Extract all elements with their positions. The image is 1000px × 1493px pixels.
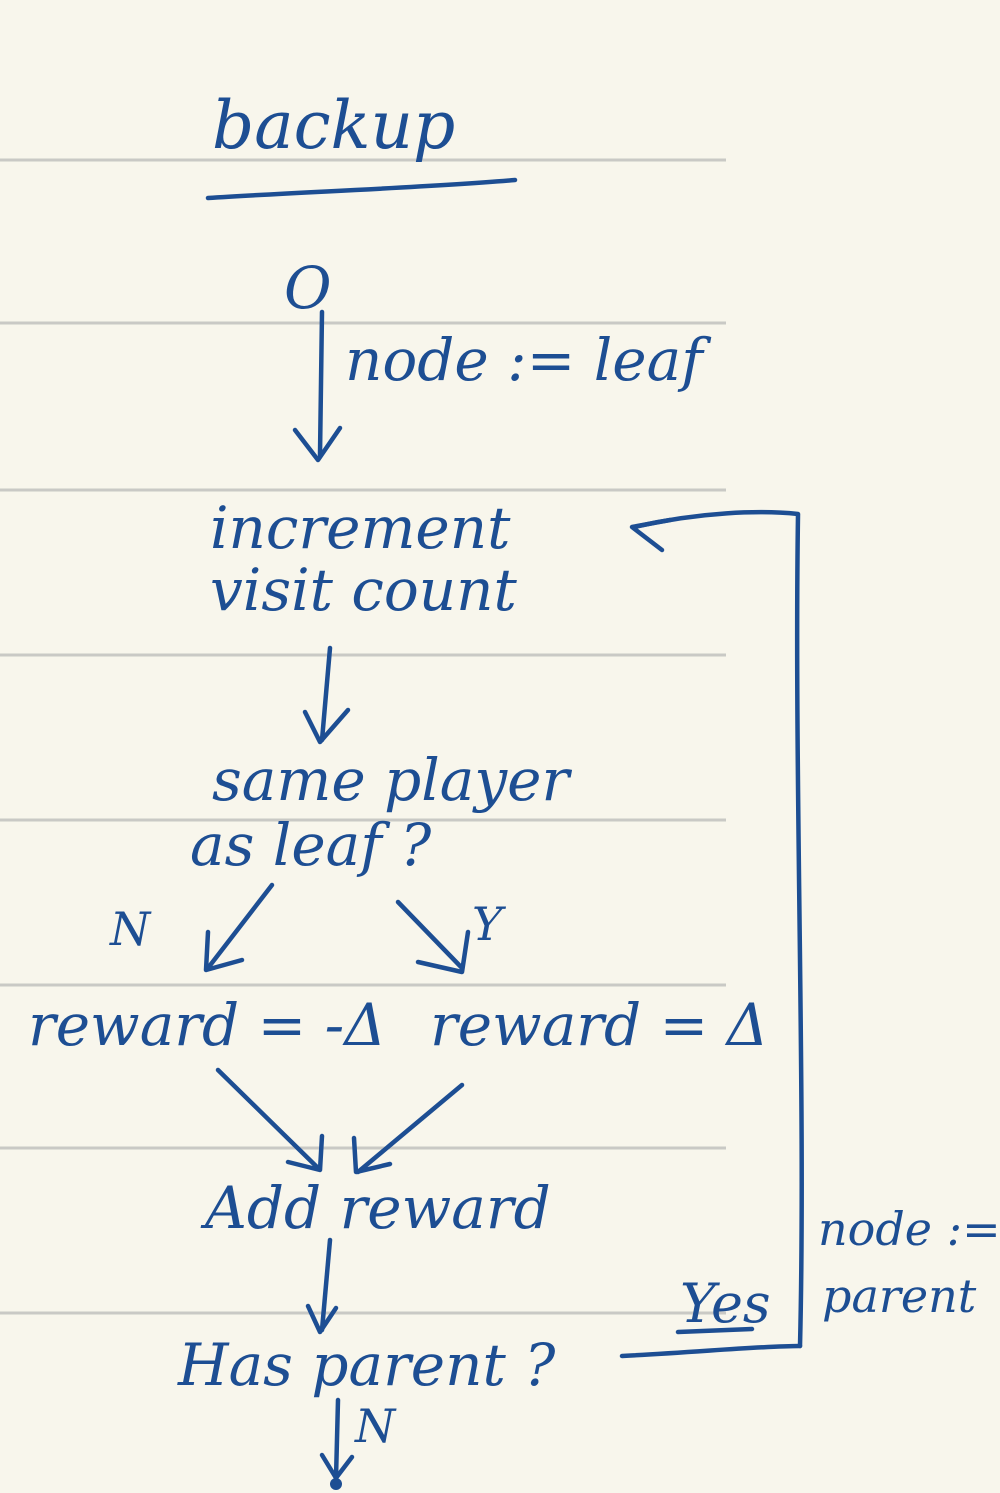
- ruled-lines: [0, 158, 726, 1315]
- end-dot: [330, 1478, 342, 1490]
- exit-no-label: N: [354, 1399, 397, 1453]
- add-reward: Add reward: [200, 1174, 551, 1242]
- arrow-to-decision-line: [319, 645, 333, 743]
- arrow-to-decision-head: [302, 707, 351, 745]
- page-title: backup: [212, 87, 455, 164]
- yes-branch-label: Yes: [680, 1272, 771, 1335]
- reward-negative: reward = -Δ: [28, 991, 386, 1059]
- yes-underline: [675, 1326, 755, 1335]
- merge-left-line: [215, 1067, 321, 1171]
- yes-arrow-head: [415, 929, 471, 975]
- merge-right-line: [355, 1082, 465, 1175]
- yes-arrow-line: [395, 899, 465, 971]
- arrow-to-parent-head: [305, 1303, 339, 1335]
- exit-arrow-line: [333, 1397, 341, 1481]
- decision-line2: as leaf ?: [190, 811, 432, 879]
- start-marker: O: [284, 254, 332, 322]
- reward-positive: reward = Δ: [430, 991, 768, 1059]
- no-arrow-head: [203, 929, 245, 973]
- loop-label-line1: node :=: [818, 1202, 1000, 1256]
- no-arrow-line: [205, 882, 275, 971]
- branch-yes-label: Y: [472, 897, 507, 951]
- increment-line1: increment: [210, 494, 511, 562]
- title-underline: [205, 177, 518, 201]
- arrow-to-parent-line: [319, 1237, 333, 1333]
- init-assignment-label: node := leaf: [345, 326, 712, 394]
- loop-label-line2: parent: [822, 1269, 977, 1323]
- loop-vertical-line: [794, 512, 804, 1349]
- loop-arrow-top: [631, 509, 801, 530]
- init-arrow-line: [317, 309, 325, 458]
- yes-connector: [619, 1343, 803, 1359]
- has-parent-decision: Has parent ?: [177, 1331, 556, 1399]
- increment-line2: visit count: [210, 556, 517, 624]
- branch-no-label: N: [109, 902, 152, 956]
- merge-left-head: [285, 1133, 325, 1173]
- init-arrow-head: [292, 425, 343, 463]
- decision-line1: same player: [212, 746, 572, 814]
- merge-right-head: [351, 1135, 393, 1175]
